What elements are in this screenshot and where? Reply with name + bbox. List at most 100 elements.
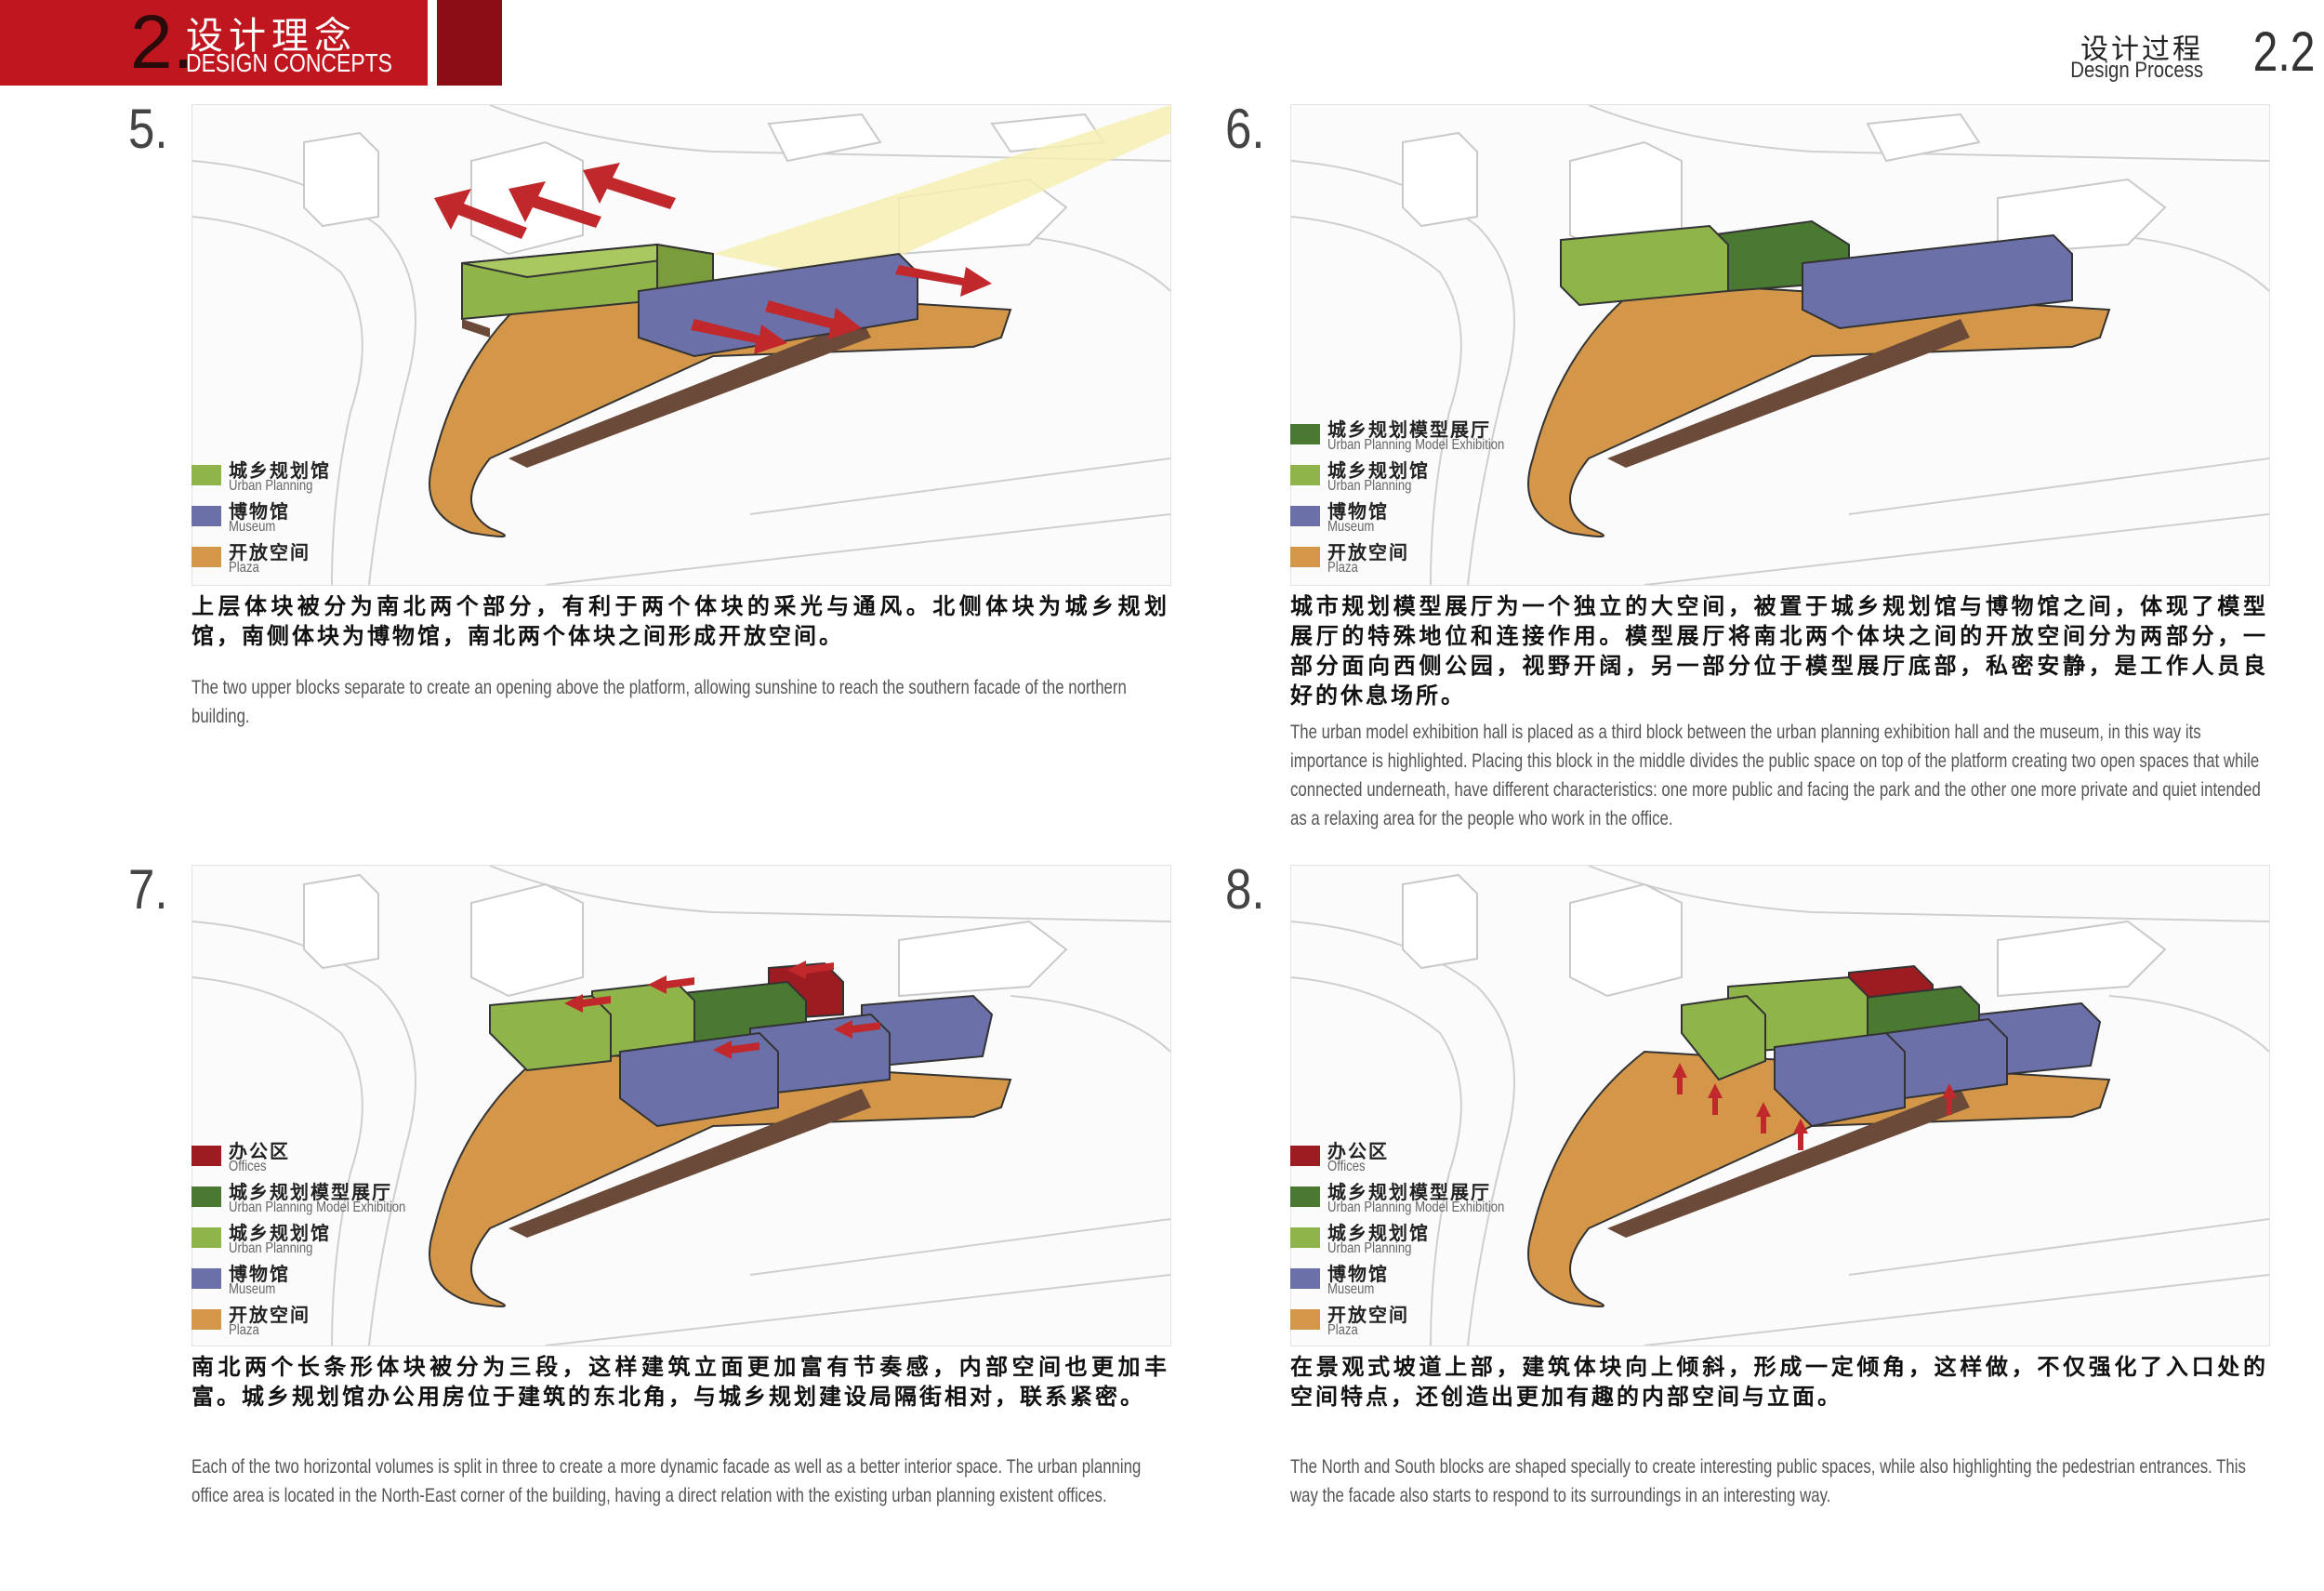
process-number: 2.2 (2252, 20, 2315, 83)
urban-planning-block-a (1681, 994, 1766, 1081)
legend-swatch (191, 506, 221, 526)
legend-label-en: Museum (1327, 1281, 1375, 1297)
legend-swatch (1290, 1309, 1320, 1330)
legend-label-cn: 办公区 (229, 1140, 290, 1162)
plaza-platform (429, 1050, 1012, 1307)
section-header-band (0, 0, 428, 86)
urban-planning-block-a (489, 994, 612, 1072)
description-en-text: The North and South blocks are shaped sp… (1290, 1456, 2246, 1506)
legend-label-en: Plaza (1327, 560, 1358, 576)
legend-label-cn: 开放空间 (229, 1304, 310, 1326)
plaza-platform (429, 280, 1012, 537)
legend-label-en: Urban Planning Model Exhibition (229, 1200, 406, 1215)
ramp (1607, 319, 1970, 468)
plaza-platform (1527, 280, 2111, 537)
context-streets (1291, 866, 2269, 1346)
context-buildings (1402, 873, 2167, 998)
legend-label-cn: 开放空间 (229, 541, 310, 563)
legend-swatch (1290, 1187, 1320, 1207)
description-en-text: The urban model exhibition hall is place… (1290, 722, 2261, 829)
legend-swatch (191, 1146, 221, 1166)
legend-label-cn: 博物馆 (1327, 1263, 1389, 1285)
legend-swatch (191, 1227, 221, 1248)
description-cn: 在景观式坡道上部，建筑体块向上倾斜，形成一定倾角，这样做，不仅强化了入口处的空间… (1290, 1354, 2268, 1410)
section-number: 2. (130, 0, 194, 85)
legend-swatch (1290, 424, 1320, 444)
legend-swatch (1290, 1146, 1320, 1166)
legend-label-cn: 城乡规划馆 (1327, 1222, 1430, 1244)
panel-number: 7. (128, 858, 168, 921)
legend-label-cn: 城乡规划模型展厅 (1327, 418, 1491, 441)
legend-label-cn: 城乡规划馆 (229, 1222, 331, 1244)
legend-label-cn: 城乡规划馆 (1327, 459, 1430, 482)
legend-label-cn: 城乡规划馆 (229, 459, 331, 482)
sunlight-beam (713, 105, 1170, 282)
legend-swatch (1290, 547, 1320, 567)
legend-swatch (1290, 465, 1320, 485)
legend-label-en: Urban Planning (1327, 1240, 1412, 1256)
legend-swatch (1290, 1227, 1320, 1248)
process-title-cn: 设计过程 (2080, 33, 2203, 66)
diagram-panel-5 (191, 104, 1171, 586)
legend-label-cn: 博物馆 (229, 1263, 290, 1285)
panel-number: 5. (128, 98, 168, 160)
legend-label-en: Plaza (229, 1322, 259, 1338)
context-buildings (303, 873, 1068, 998)
context-streets (192, 105, 1170, 585)
description-en: Each of the two horizontal volumes is sp… (191, 1452, 1169, 1510)
legend-label-en: Plaza (1327, 1322, 1358, 1338)
legend-swatch (191, 1187, 221, 1207)
diagram-panel-6 (1290, 104, 2270, 586)
plaza-platform (1527, 1050, 2111, 1307)
division-arrows (564, 961, 880, 1059)
legend-label-en: Museum (229, 1281, 276, 1297)
legend-label-en: Offices (1327, 1159, 1366, 1174)
museum-block (1802, 233, 2073, 330)
massing-diagram-5 (192, 105, 1170, 585)
panel-number: 8. (1225, 858, 1265, 921)
description-en-text: Each of the two horizontal volumes is sp… (191, 1456, 1142, 1506)
massing-diagram-7 (192, 866, 1170, 1346)
museum-block-a (619, 1031, 779, 1128)
legend-label-en: Urban Planning Model Exhibition (1327, 1200, 1505, 1215)
museum-block-a (1774, 1031, 1906, 1128)
ramp (508, 1089, 871, 1238)
description-cn: 城市规划模型展厅为一个独立的大空间，被置于城乡规划馆与博物馆之间，体现了模型展厅… (1290, 593, 2268, 709)
description-en: The urban model exhibition hall is place… (1290, 718, 2268, 833)
section-header-accent (437, 0, 502, 86)
legend-label-en: Urban Planning (229, 478, 313, 494)
description-en: The two upper blocks separate to create … (191, 673, 1169, 731)
legend-label-en: Urban Planning Model Exhibition (1327, 437, 1505, 453)
section-title-cn: 设计理念 (186, 15, 357, 58)
legend-label-cn: 博物馆 (229, 500, 290, 523)
diagram-panel-7 (191, 865, 1171, 1346)
legend-label-cn: 办公区 (1327, 1140, 1389, 1162)
context-streets (192, 866, 1170, 1346)
legend-label-en: Museum (229, 519, 276, 535)
legend-label-cn: 城乡规划模型展厅 (229, 1181, 392, 1203)
section-title-en: DESIGN CONCEPTS (186, 48, 392, 77)
legend-label-cn: 开放空间 (1327, 541, 1409, 563)
massing-diagram-6 (1291, 105, 2269, 585)
legend-label-en: Plaza (229, 560, 259, 576)
ramp (508, 319, 871, 468)
legend-swatch (191, 547, 221, 567)
process-title-en: Design Process (2070, 58, 2203, 83)
legend-swatch (191, 1309, 221, 1330)
ramp (1607, 1089, 1970, 1238)
legend-label-cn: 开放空间 (1327, 1304, 1409, 1326)
massing-diagram-8 (1291, 866, 2269, 1346)
context-streets (1291, 105, 2269, 585)
diagram-panel-8 (1290, 865, 2270, 1346)
urban-planning-block (1560, 224, 1729, 307)
legend-swatch (191, 1268, 221, 1289)
legend-label-en: Museum (1327, 519, 1375, 535)
legend-label-en: Offices (229, 1159, 267, 1174)
description-cn: 南北两个长条形体块被分为三段，这样建筑立面更加富有节奏感，内部空间也更加丰富。城… (191, 1354, 1169, 1410)
block-shadow (462, 319, 490, 338)
legend-swatch (191, 465, 221, 485)
description-en-text: The two upper blocks separate to create … (191, 677, 1127, 727)
legend-label-cn: 城乡规划模型展厅 (1327, 1181, 1491, 1203)
legend-swatch (1290, 506, 1320, 526)
legend-label-en: Urban Planning (1327, 478, 1412, 494)
